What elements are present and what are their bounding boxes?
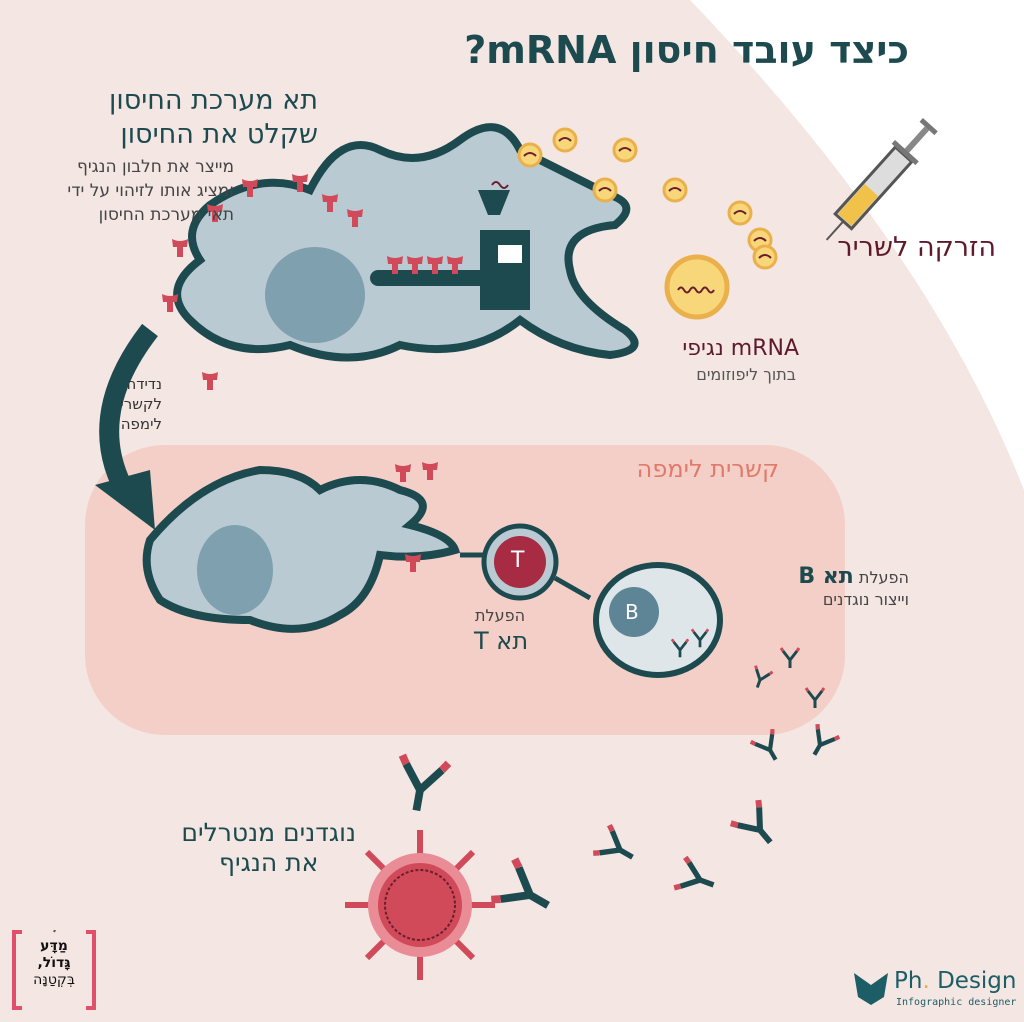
liposome-label: mRNA נגיפי — [682, 336, 799, 361]
neutralizing-line: את הנגיף — [219, 848, 319, 877]
neutralizing-line: נוגדנים מנטרלים — [181, 818, 356, 847]
migration-line: לקשרי — [120, 395, 162, 413]
ribosome-machine-icon — [370, 181, 530, 310]
immune-cell-top — [173, 123, 639, 362]
desc-line: מייצר את חלבון הנגיף — [76, 157, 234, 177]
migration-line: לימפה — [120, 415, 162, 433]
logo-name: Ph — [894, 968, 923, 994]
b-cell-production: וייצור נוגדנים — [822, 590, 909, 609]
logo-line: גָּדוֹל, — [37, 955, 71, 971]
b-cell-activation: הפעלת תא B — [798, 564, 909, 589]
migration-line: נדידה — [126, 375, 162, 393]
logo-name: Design — [929, 968, 1017, 994]
fox-logo-icon — [854, 973, 888, 1005]
b-cell — [593, 562, 723, 678]
nucleus — [265, 247, 365, 343]
heading-line: תא מערכת החיסון — [108, 85, 318, 116]
t-cell-activation: הפעלת — [475, 606, 526, 625]
t-cell-letter: T — [511, 548, 525, 573]
lymph-node-label: קשרית לימפה — [636, 455, 779, 483]
immune-cell-description: מייצר את חלבון הנגיף ומציג אותו לזיהוי על… — [67, 155, 234, 227]
logo-line: בְּקְטַנָּה — [33, 972, 75, 988]
injection-label: הזרקה לשריר — [837, 232, 996, 263]
desc-line: תאי מערכת החיסון — [98, 205, 234, 225]
desc-line: ומציג אותו לזיהוי על ידי — [67, 181, 234, 201]
logo-line: מַדָּע — [40, 938, 68, 954]
background-white-corner — [690, 0, 1024, 490]
b-cell-name: תא B — [798, 564, 854, 589]
syringe-icon — [825, 117, 938, 241]
liposomes — [517, 127, 778, 320]
bracket-icon — [12, 930, 96, 1010]
b-activation-text: הפעלת — [858, 568, 909, 587]
migration-label: נדידה לקשרי לימפה — [120, 374, 162, 434]
heading-line: שקלט את החיסון — [120, 119, 318, 150]
page-title: כיצד עובד חיסון mRNA? — [464, 28, 909, 72]
b-cell-letter: B — [625, 600, 639, 624]
liposome-sublabel: בתוך ליפוזומים — [696, 365, 796, 384]
virus-icon — [345, 830, 495, 980]
t-cell-name: תא T — [474, 627, 529, 655]
logo-dot: . — [922, 968, 930, 994]
t-cell — [481, 523, 559, 601]
logo-subtitle: Infographic designer — [896, 997, 1017, 1008]
